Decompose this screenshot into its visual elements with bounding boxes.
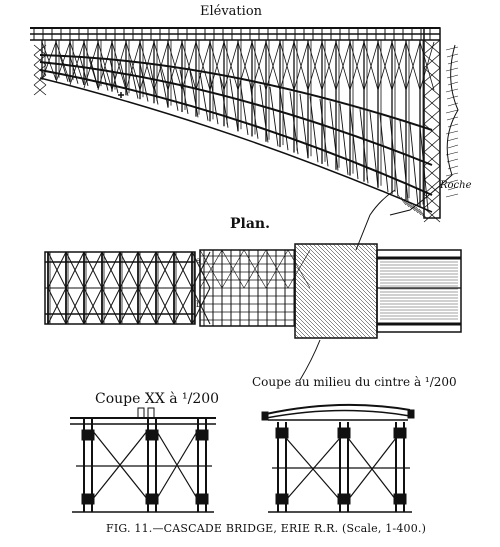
section-mid-arch-title: Coupe au milieu du cintre à ¹/200 <box>252 375 457 389</box>
plan-title: Plan. <box>230 216 270 232</box>
section-mid-arch-view <box>261 403 415 513</box>
section-xx-title: Coupe XX à ¹/200 <box>95 391 220 407</box>
rock-label: Roche <box>440 180 472 191</box>
elevation-view <box>30 27 441 223</box>
plan-view <box>44 243 462 339</box>
section-xx-view <box>70 407 216 513</box>
marker-b: b <box>196 300 202 309</box>
marker-a: a <box>196 256 201 265</box>
rock-hatching <box>299 44 459 381</box>
elevation-title: Elévation <box>200 4 263 19</box>
figure-caption: FIG. 11.—CASCADE BRIDGE, ERIE R.R. (Scal… <box>106 522 427 535</box>
